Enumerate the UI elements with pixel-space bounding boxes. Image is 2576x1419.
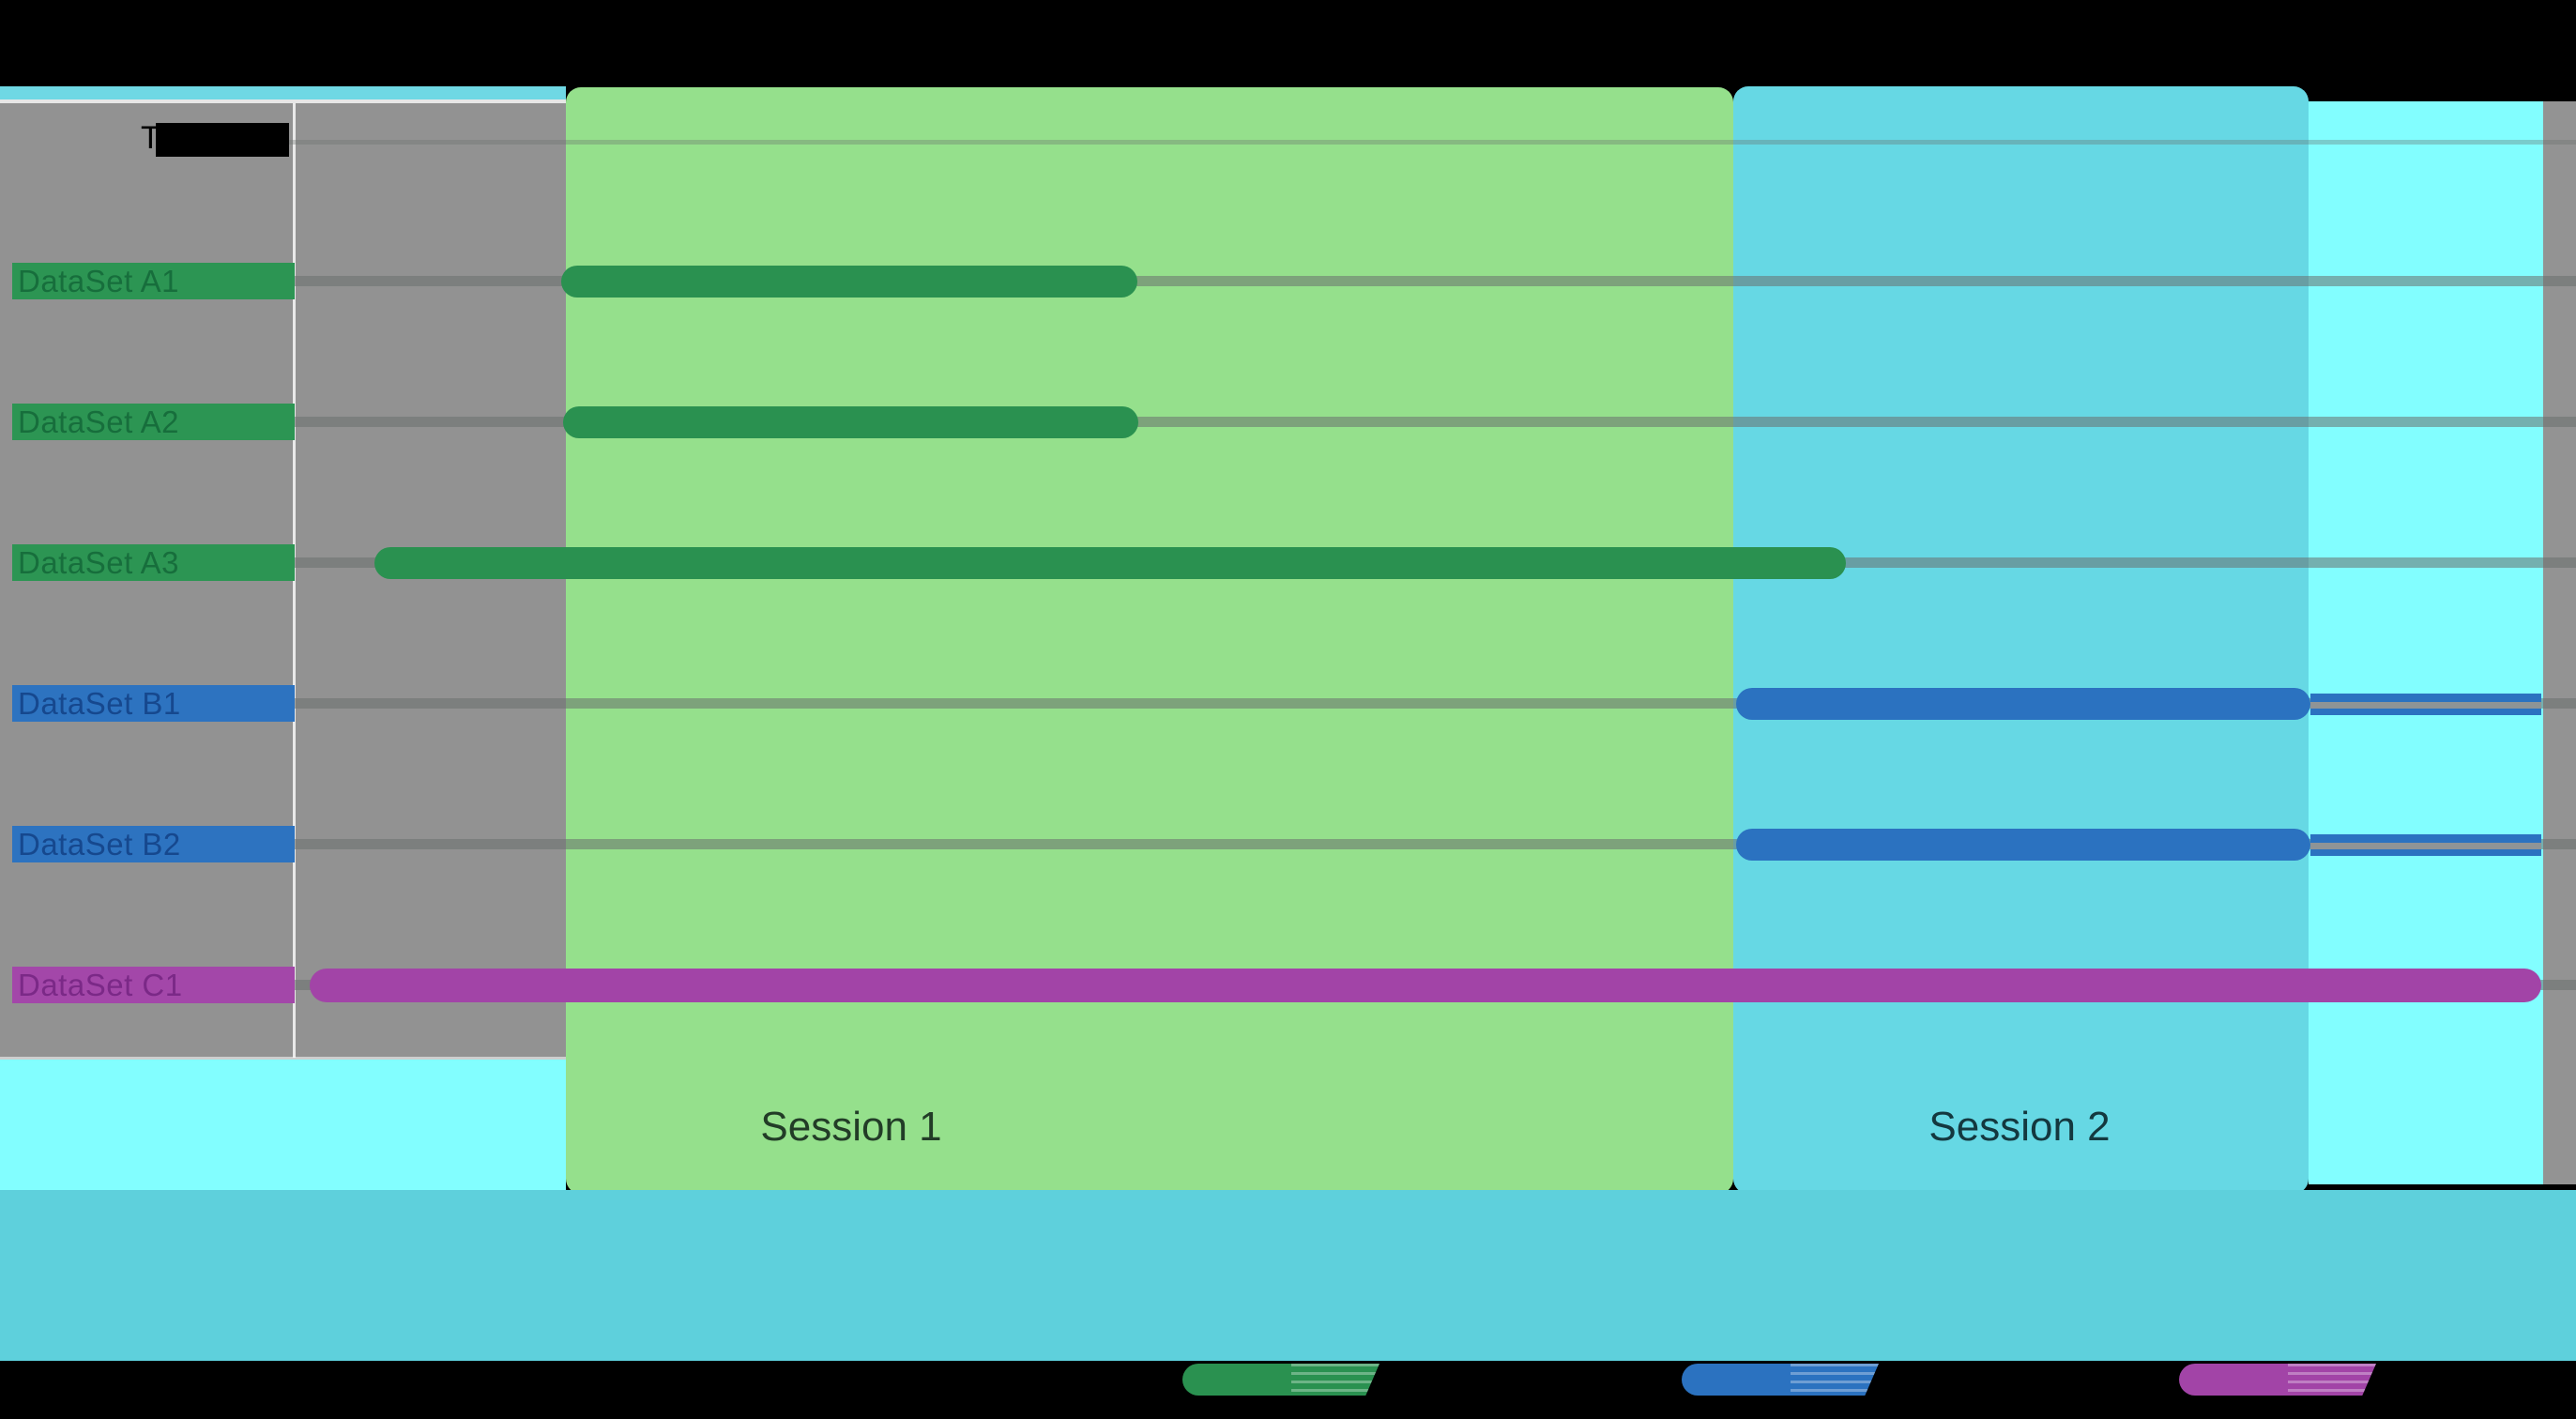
bar-dataset-a3 bbox=[374, 547, 1846, 579]
row-label-dataset-a1: DataSet A1 bbox=[12, 263, 295, 299]
bottom-cyan-band bbox=[0, 1190, 2576, 1361]
header-redaction-box bbox=[156, 123, 289, 157]
bar-dataset-a1 bbox=[561, 266, 1137, 298]
top-cyan-band bbox=[0, 86, 566, 99]
bar-dataset-b2 bbox=[1736, 829, 2310, 861]
bar-dataset-c1 bbox=[310, 969, 2541, 1002]
row-label-dataset-b1: DataSet B1 bbox=[12, 685, 295, 722]
bar-dataset-b2-thin-tail bbox=[2310, 834, 2541, 856]
swatch-streak-artifact bbox=[2287, 1364, 2376, 1396]
row-label-dataset-a2: DataSet A2 bbox=[12, 404, 295, 440]
legend-purple-series-swatch bbox=[2179, 1364, 2376, 1396]
swatch-streak-artifact bbox=[1290, 1364, 1379, 1396]
legend-blue-series-swatch bbox=[1682, 1364, 1879, 1396]
gridline-row-2 bbox=[169, 417, 2576, 427]
row-label-dataset-c1: DataSet C1 bbox=[12, 967, 295, 1003]
bar-dataset-b1-thin-tail bbox=[2310, 694, 2541, 715]
top-gridline bbox=[160, 140, 2576, 145]
row-label-dataset-a3: DataSet A3 bbox=[12, 544, 295, 581]
bar-dataset-b1 bbox=[1736, 688, 2310, 720]
right-gray-column bbox=[2543, 101, 2576, 1184]
session2-label: Session 2 bbox=[1928, 1104, 2111, 1150]
row-label-dataset-b2: DataSet B2 bbox=[12, 826, 295, 862]
label-panel-background bbox=[0, 103, 566, 1060]
session1-band-panel bbox=[566, 87, 1733, 1194]
tasks-column-header-text: T bbox=[141, 120, 160, 156]
swatch-streak-artifact bbox=[1790, 1364, 1879, 1396]
gridline-row-1 bbox=[169, 276, 2576, 286]
label-panel-bottom-line bbox=[0, 1057, 566, 1060]
legend-green-series-swatch bbox=[1182, 1364, 1379, 1396]
session2-band-panel bbox=[1733, 86, 2309, 1194]
gridline-row-5 bbox=[169, 839, 2576, 849]
session1-label: Session 1 bbox=[760, 1104, 942, 1150]
right-bright-cyan-column bbox=[2309, 101, 2543, 1184]
top-horizontal-hairline bbox=[0, 99, 566, 103]
bottom-left-bright-cyan-block bbox=[0, 1060, 566, 1190]
gridline-row-4 bbox=[169, 698, 2576, 709]
bar-dataset-a2 bbox=[563, 406, 1138, 438]
